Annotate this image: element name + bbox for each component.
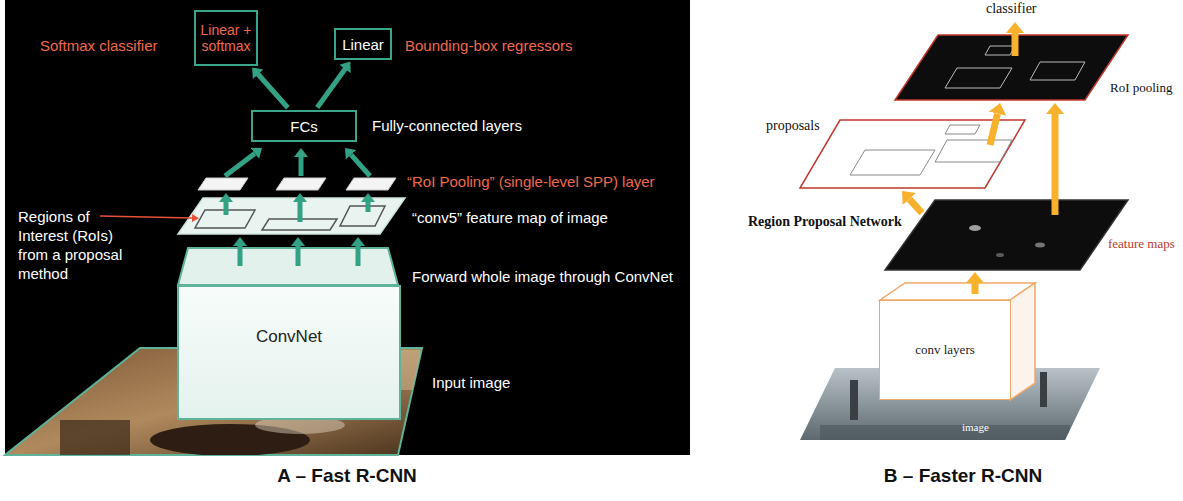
flow-arrow xyxy=(299,157,304,176)
photo-detail xyxy=(820,425,1070,440)
convnet-top-face xyxy=(178,248,398,285)
panel-caption: B – Faster R-CNN xyxy=(813,465,1113,487)
fc-layers-box: FCs xyxy=(251,110,357,142)
conv-layers-top-face xyxy=(880,283,1035,300)
flow-arrow xyxy=(1052,114,1059,215)
activation-blob xyxy=(1035,243,1045,248)
photo-detail xyxy=(60,420,130,455)
annotation: Input image xyxy=(432,374,510,391)
annotation: proposals xyxy=(766,118,820,134)
person-figure xyxy=(1040,372,1047,407)
annotation: Fully-connected layers xyxy=(372,117,522,134)
annotation: “conv5” feature map of image xyxy=(412,209,608,226)
proposal-box xyxy=(935,140,1012,162)
roi-region xyxy=(340,206,385,226)
conv-layers-box: conv layers xyxy=(879,300,1011,400)
node-label: conv layers xyxy=(884,342,1006,358)
roi-pool-output xyxy=(346,178,396,190)
conv5-feature-map xyxy=(178,198,405,234)
flow-arrow xyxy=(252,67,290,109)
flow-arrow xyxy=(351,155,370,176)
annotation: Bounding-box regressors xyxy=(405,37,573,54)
convnet-box: ConvNet xyxy=(177,285,401,420)
pooled-region xyxy=(985,46,1015,55)
proposal-box xyxy=(945,125,980,134)
annotation: image xyxy=(962,421,989,433)
flow-arrow xyxy=(298,202,303,222)
output-layer-box: Linear xyxy=(334,28,392,60)
roi-pool-output xyxy=(276,178,326,190)
feature-map-plane xyxy=(885,200,1128,270)
annotation: Forward whole image through ConvNet xyxy=(412,268,673,285)
annotation: classifier xyxy=(986,1,1037,17)
flow-arrow xyxy=(224,202,229,215)
person-figure xyxy=(850,380,858,420)
annotation: feature maps xyxy=(1108,236,1175,252)
flow-arrow xyxy=(356,246,361,266)
node-label: Linear xyxy=(339,36,387,53)
leader-arrow xyxy=(100,216,192,218)
panel-background xyxy=(5,0,690,455)
output-layer-box: Linear + softmax xyxy=(194,10,258,66)
node-label: FCs xyxy=(256,118,352,135)
annotation: “RoI Pooling” (single-level SPP) layer xyxy=(407,173,655,190)
node-label: ConvNet xyxy=(185,327,393,347)
activation-blob xyxy=(969,225,981,231)
flow-arrow xyxy=(972,283,979,294)
flow-arrow xyxy=(909,199,922,213)
flow-arrow xyxy=(296,246,301,266)
flow-arrow xyxy=(990,114,998,145)
annotation: RoI pooling xyxy=(1110,80,1172,96)
flow-arrow xyxy=(225,153,255,176)
flow-arrow xyxy=(366,202,371,212)
annotation: Region Proposal Network xyxy=(748,214,902,230)
flow-arrow xyxy=(315,62,351,109)
panel-caption: A – Fast R-CNN xyxy=(197,465,497,487)
annotation: Regions of Interest (RoIs) from a propos… xyxy=(18,207,136,283)
flow-arrow xyxy=(1012,33,1019,56)
proposal-box xyxy=(850,150,935,175)
annotation: Softmax classifier xyxy=(40,37,158,54)
conv-layers-side-face xyxy=(1010,283,1035,400)
flow-arrow xyxy=(238,246,243,266)
activation-blob xyxy=(996,253,1004,257)
roi-pool-output xyxy=(198,178,248,190)
node-label: Linear + softmax xyxy=(199,22,253,54)
pooled-region xyxy=(945,68,1012,88)
pooled-region xyxy=(1030,62,1085,80)
